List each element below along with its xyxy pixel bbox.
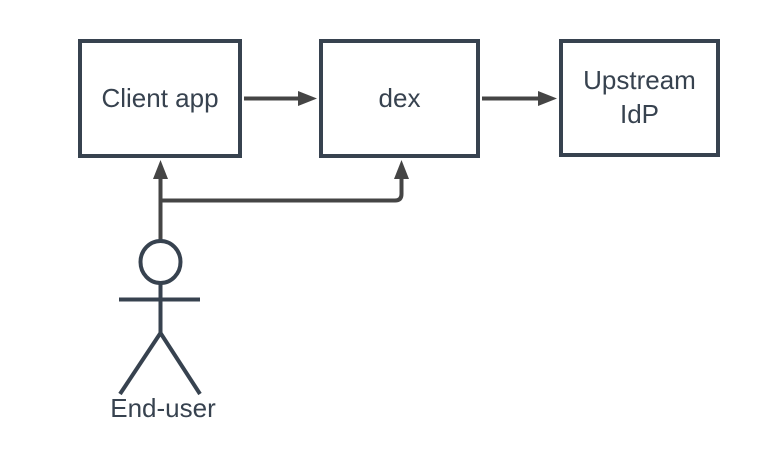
actor-head	[138, 239, 183, 285]
actor-end-user	[118, 239, 202, 396]
actor-label: End-user	[110, 393, 216, 423]
edge-end-user-to-dex	[160, 160, 409, 203]
actor-left-leg	[118, 331, 163, 396]
edge-client-app-to-dex	[244, 91, 317, 106]
arrowhead-up-icon	[153, 160, 168, 179]
edge-end-user-to-client-app	[153, 160, 168, 242]
edge-end-user-to-dex-line	[160, 177, 404, 203]
arrowhead-right-icon	[538, 91, 557, 106]
node-dex: dex	[319, 39, 480, 158]
arrowhead-up-icon	[394, 160, 409, 179]
node-upstream-idp: Upstream IdP	[559, 39, 720, 157]
node-client-app: Client app	[78, 39, 242, 158]
actor-right-leg	[158, 331, 202, 396]
node-dex-label: dex	[378, 82, 421, 113]
arrowhead-right-icon	[298, 91, 317, 106]
node-upstream-idp-label: Upstream IdP	[583, 65, 696, 129]
node-client-app-label: Client app	[101, 82, 219, 113]
edge-dex-to-upstream-idp	[482, 91, 557, 106]
